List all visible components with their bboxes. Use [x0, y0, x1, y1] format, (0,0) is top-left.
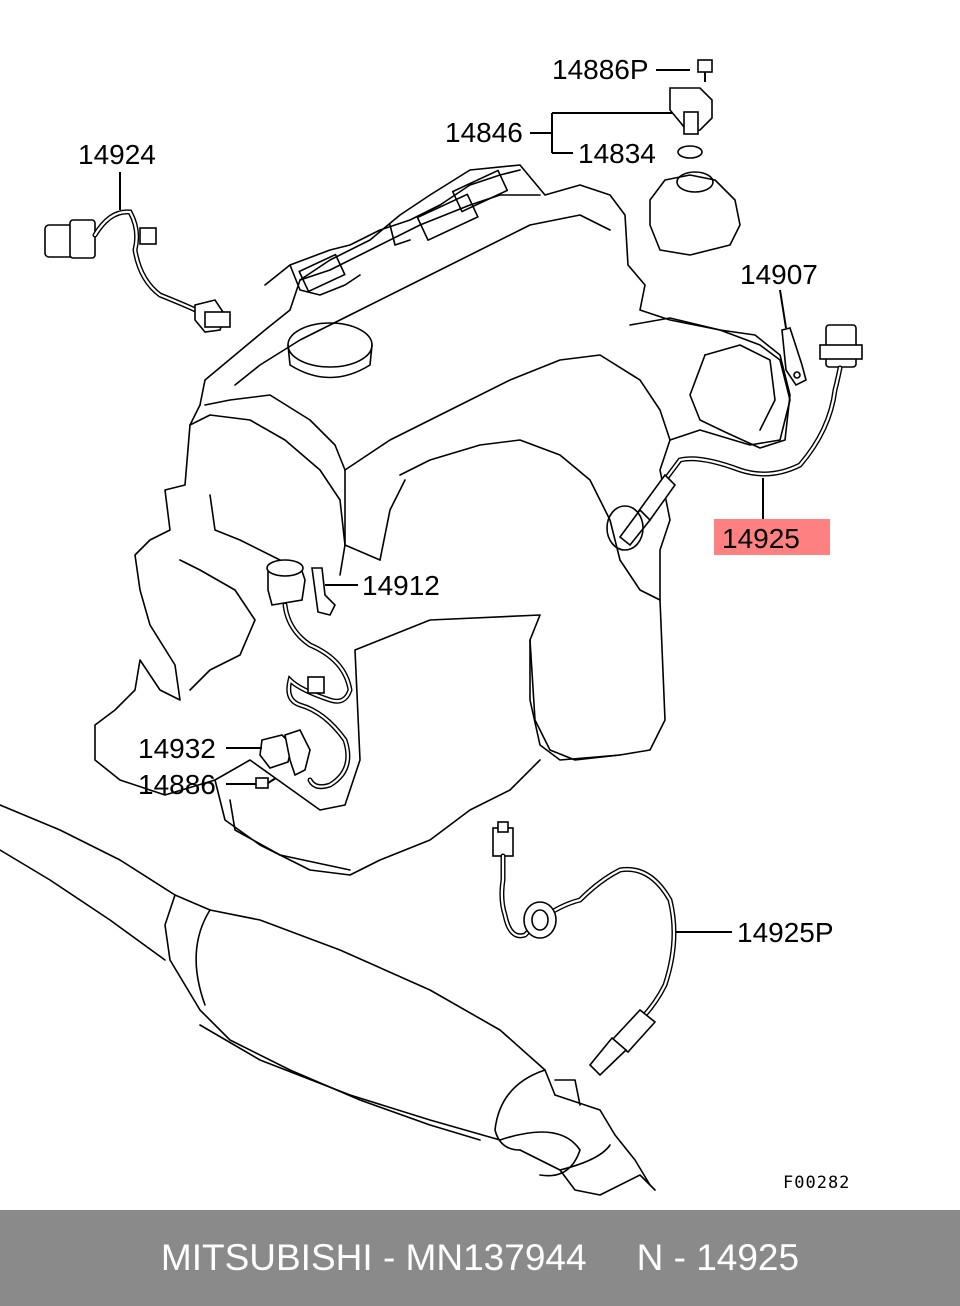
o2-sensor-14924: [44, 209, 231, 333]
label-14925P[interactable]: 14925P: [737, 917, 834, 948]
label-14932[interactable]: 14932: [138, 733, 216, 764]
footer-n-prefix: N: [636, 1237, 664, 1278]
label-14846[interactable]: 14846: [445, 117, 523, 148]
figure-reference-code: F00282: [783, 1173, 850, 1193]
o2-sensor-14925: [606, 324, 863, 551]
label-14907[interactable]: 14907: [740, 259, 818, 290]
bracket-14907: [781, 327, 807, 387]
footer-bar: MITSUBISHI - MN137944 N - 14925: [0, 1210, 960, 1306]
footer-dash: -: [382, 1237, 396, 1278]
sensor-14912-assembly: [255, 559, 353, 790]
footer-dash-2: -: [673, 1237, 686, 1278]
label-14886P[interactable]: 14886P: [552, 54, 649, 85]
leader-lines: [119, 69, 787, 933]
catalytic-converter: [0, 804, 656, 1196]
label-14886[interactable]: 14886: [138, 769, 216, 800]
parts-diagram: 14886P 14846 14834 14924 14907 14925 149…: [0, 54, 863, 1196]
label-14924[interactable]: 14924: [78, 139, 156, 170]
engine-block: [94, 164, 791, 876]
o2-sensor-14925P: [492, 821, 677, 1077]
label-14925[interactable]: 14925: [722, 523, 800, 554]
cam-position-sensor: [649, 59, 741, 256]
footer-part-number: MN137944: [405, 1237, 587, 1278]
label-14834[interactable]: 14834: [578, 138, 656, 169]
footer-n-value: 14925: [696, 1237, 800, 1278]
footer-brand: MITSUBISHI: [160, 1237, 373, 1278]
label-14912[interactable]: 14912: [362, 570, 440, 601]
highlight-box: [714, 519, 830, 555]
